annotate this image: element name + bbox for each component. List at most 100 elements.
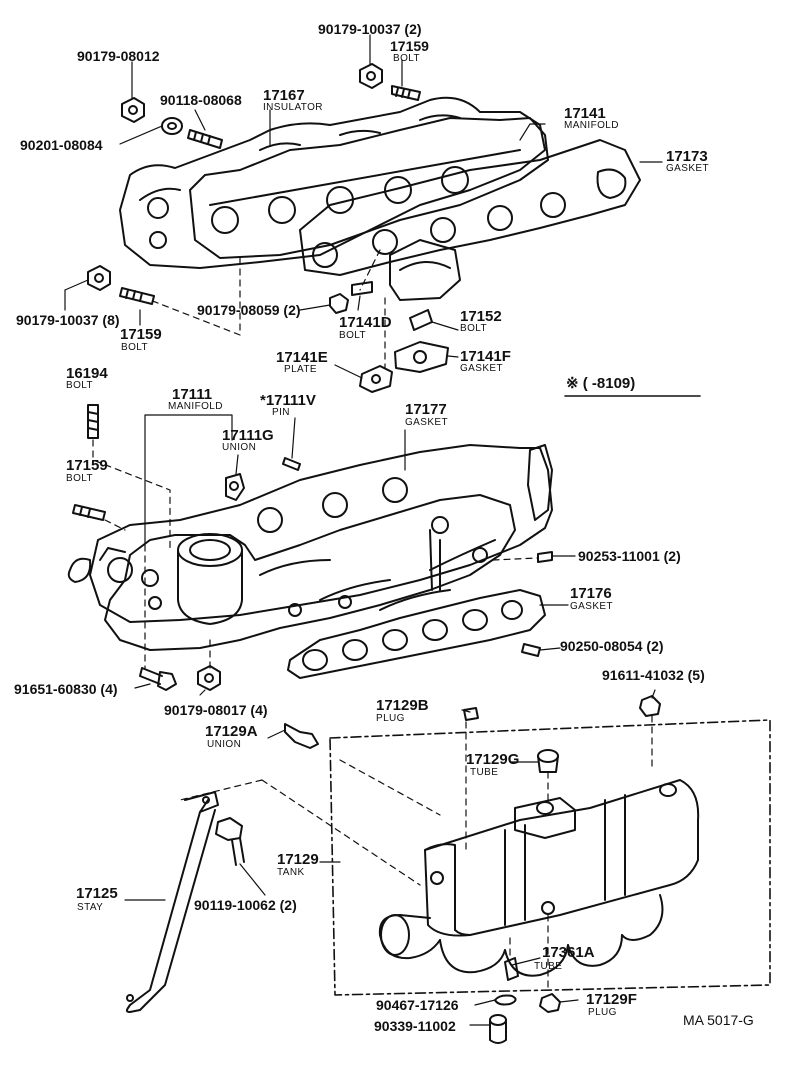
manifold-17141 [189, 117, 549, 259]
label-manifold-17111: MANIFOLD [168, 401, 223, 412]
manifold-outlet-flange [389, 239, 461, 301]
label-90201-08084: 90201-08084 [20, 137, 103, 153]
label-90179-08059: 90179-08059 (2) [197, 302, 301, 318]
label-17159-low: 17159 [66, 457, 108, 474]
label-90179-10037-2: 90179-10037 (2) [318, 21, 422, 37]
label-17129F: 17129F [586, 991, 637, 1008]
label-bolt-16194: BOLT [66, 380, 93, 391]
tube-17361A [504, 957, 519, 981]
bolt-17152 [409, 309, 433, 331]
label-90119-10062: 90119-10062 (2) [194, 897, 297, 913]
insulator-17167 [119, 96, 546, 269]
label-bolt-low: BOLT [66, 473, 93, 484]
stud-90118-08068 [187, 129, 223, 149]
label-gasket-17177: GASKET [405, 417, 448, 428]
label-17129A: 17129A [205, 723, 258, 740]
label-17141E: 17141E [276, 349, 328, 366]
label-17152: 17152 [460, 308, 502, 325]
label-17129B: 17129B [376, 697, 429, 714]
label-bolt-17141D: BOLT [339, 330, 366, 341]
label-16194: 16194 [66, 365, 108, 382]
tube-17129G [537, 749, 559, 773]
label-90253-11001: 90253-11001 (2) [578, 548, 681, 564]
union-17111G [225, 473, 245, 501]
bolt-90119-10062 [215, 817, 245, 866]
stud-90250-08054 [521, 643, 541, 657]
nut-90179-08017 [197, 665, 221, 691]
label-17141D: 17141D [339, 314, 392, 331]
leader-lines-upper [64, 34, 663, 379]
label-17141: 17141 [564, 105, 606, 122]
label-union-17129A: UNION [207, 739, 242, 750]
label-bolt-mid: BOLT [121, 342, 148, 353]
label-17167: 17167 [263, 87, 305, 104]
tank-17129 [424, 779, 700, 937]
label-range-note: ※ ( -8109) [566, 375, 636, 392]
plug-17129B [463, 707, 479, 721]
label-17361A: 17361A [542, 944, 595, 961]
label-gasket-17141F: GASKET [460, 363, 503, 374]
bolt-17159-top [391, 85, 421, 101]
label-gasket-17173: GASKET [666, 163, 709, 174]
tank-frame [329, 719, 771, 996]
bolt-91651-60830 [139, 667, 177, 691]
dashed-guides-middle [92, 439, 539, 669]
label-17125: 17125 [76, 885, 118, 902]
label-bolt-17152: BOLT [460, 323, 487, 334]
gasket-17176 [287, 589, 546, 679]
label-90339-11002: 90339-11002 [374, 1018, 456, 1034]
label-insulator: INSULATOR [263, 102, 323, 113]
union-17129A [284, 723, 319, 749]
label-gasket-17176: GASKET [570, 601, 613, 612]
label-plate: PLATE [284, 364, 317, 375]
bolt-17141D [351, 281, 373, 296]
label-91611-41032: 91611-41032 (5) [602, 667, 705, 683]
label-tube-17361A: TUBE [534, 961, 563, 972]
label-17176: 17176 [570, 585, 612, 602]
label-pin: PIN [272, 407, 290, 418]
leader-lines-middle [134, 414, 656, 699]
label-91651-60830: 91651-60830 (4) [14, 681, 118, 697]
leader-lines-lower [124, 709, 579, 1026]
bolt-17159-mid [119, 287, 155, 305]
stay-17125 [125, 791, 219, 1013]
stud-90253-11001 [537, 551, 553, 563]
label-stay: STAY [77, 902, 104, 913]
label-ref-code: MA 5017-G [683, 1012, 754, 1028]
label-17141F: 17141F [460, 348, 511, 365]
plug-17129F [539, 993, 561, 1013]
label-17111V: *17111V [260, 392, 316, 409]
nut-90179-08012 [121, 97, 145, 123]
label-tank: TANK [277, 867, 305, 878]
tank-runners [378, 894, 664, 977]
pin-17111V [282, 457, 301, 471]
label-17159-mid: 17159 [120, 326, 162, 343]
bolt-91611-41032 [639, 695, 661, 717]
label-17159-top: 17159 [390, 38, 429, 54]
washer-90201-08084 [161, 117, 183, 135]
label-bolt-top: BOLT [393, 53, 420, 64]
manifold-17111 [104, 494, 516, 651]
nut-90179-08059 [329, 293, 349, 314]
label-90179-08012: 90179-08012 [77, 48, 160, 64]
label-17129G: 17129G [466, 751, 520, 768]
nut-90179-10037-top [359, 63, 383, 89]
label-17129: 17129 [277, 851, 319, 868]
label-90179-10037-8: 90179-10037 (8) [16, 312, 120, 328]
gasket-17141F [394, 341, 449, 373]
label-17177: 17177 [405, 401, 447, 418]
bolt-17159-low [72, 504, 106, 521]
gasket-17173 [299, 139, 641, 276]
nut-90179-10037-left [87, 265, 111, 291]
label-17111G: 17111G [222, 427, 274, 444]
clip-90467-17126 [494, 994, 517, 1006]
plate-17141E [359, 365, 393, 393]
label-90250-08054: 90250-08054 (2) [560, 638, 664, 654]
dashed-guides-lower [179, 715, 653, 991]
bolt-16194 [87, 404, 99, 439]
cap-90339-11002 [489, 1014, 507, 1044]
label-manifold-top: MANIFOLD [564, 120, 619, 131]
label-plug-17129F: PLUG [588, 1007, 617, 1018]
